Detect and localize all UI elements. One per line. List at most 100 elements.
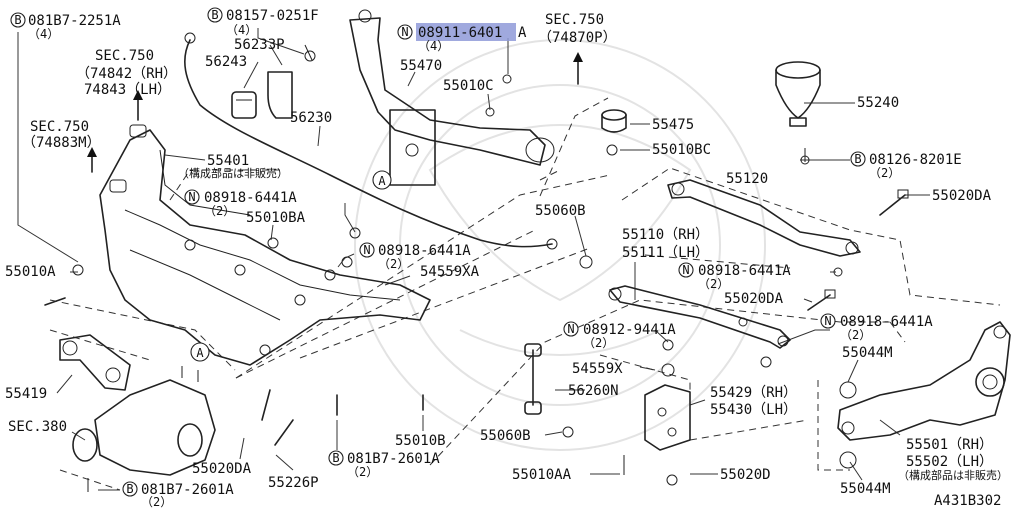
svg-text:74843（LH）: 74843（LH） bbox=[84, 82, 171, 98]
nut-n-icon bbox=[397, 24, 413, 40]
label-55010bc[interactable]: 55010BC bbox=[652, 142, 711, 158]
label-55020d[interactable]: 55020D bbox=[720, 467, 771, 483]
label-55419[interactable]: 55419 bbox=[5, 386, 47, 402]
svg-text:B: B bbox=[14, 13, 21, 27]
bolt-b-icon bbox=[122, 481, 138, 497]
quantity: （4） bbox=[418, 39, 449, 53]
label-56243[interactable]: 56243 bbox=[205, 54, 247, 70]
label-56260n[interactable]: 56260N bbox=[568, 383, 619, 399]
bushing-55475 bbox=[601, 109, 627, 156]
diagram-id: A431B302 bbox=[934, 493, 1001, 509]
part-number: 081B7-2601A bbox=[141, 482, 234, 498]
bump-stop-55240 bbox=[775, 61, 821, 165]
label-55401[interactable]: 55401 （構成部品は非販売） bbox=[178, 153, 288, 180]
label-sec750-74842[interactable]: SEC.750 （74842（RH） 74843（LH） bbox=[76, 48, 177, 98]
part-number: 081B7-2251A bbox=[28, 13, 121, 29]
label-55060b-2[interactable]: 55060B bbox=[480, 428, 531, 444]
stabilizer-bar-56230 bbox=[184, 32, 558, 250]
call-marker-a-2: A bbox=[190, 342, 210, 362]
bolt-b-icon bbox=[328, 450, 344, 466]
nut-n-icon bbox=[359, 242, 375, 258]
part-number: 08911-6401 bbox=[418, 25, 502, 41]
quantity: （2） bbox=[204, 204, 235, 218]
label-b08157-0251f[interactable]: B 08157-0251F （4） bbox=[207, 7, 319, 37]
bracket-55429 bbox=[623, 339, 691, 486]
label-55060b-1[interactable]: 55060B bbox=[535, 203, 586, 219]
quantity: （4） bbox=[226, 23, 257, 37]
label-55044m-2[interactable]: 55044M bbox=[840, 481, 891, 497]
bushing-56243 bbox=[231, 44, 316, 119]
lateral-link-55120 bbox=[667, 179, 909, 277]
label-n08911-6401a[interactable]: N 08911-6401 A （4） bbox=[397, 24, 527, 53]
svg-text:（74842（RH）: （74842（RH） bbox=[76, 66, 177, 82]
label-n08912-9441a[interactable]: N 08912-9441A （2） bbox=[563, 321, 676, 350]
label-55475[interactable]: 55475 bbox=[652, 117, 694, 133]
svg-text:55429（RH）: 55429（RH） bbox=[710, 385, 797, 401]
label-n08918-6441a-2[interactable]: N 08918-6441A （2） bbox=[359, 242, 471, 271]
label-55010ba[interactable]: 55010BA bbox=[246, 210, 306, 226]
label-55226p[interactable]: 55226P bbox=[268, 475, 319, 491]
label-54559x[interactable]: 54559X bbox=[572, 361, 623, 377]
label-55010a[interactable]: 55010A bbox=[5, 264, 56, 280]
upper-arm-55470 bbox=[349, 9, 555, 186]
quantity: （2） bbox=[378, 257, 409, 271]
label-55501-55502[interactable]: 55501（RH） 55502（LH） （構成部品は非販売） bbox=[898, 437, 1008, 482]
label-55240[interactable]: 55240 bbox=[857, 95, 899, 111]
call-marker-a-1: A bbox=[372, 170, 392, 190]
part-number: 08157-0251F bbox=[226, 8, 319, 24]
label-55120[interactable]: 55120 bbox=[726, 171, 768, 187]
label-55044m-1[interactable]: 55044M bbox=[842, 345, 893, 361]
label-56233p[interactable]: 56233P bbox=[234, 37, 285, 53]
label-55010c[interactable]: 55010C bbox=[443, 78, 494, 94]
label-n08918-6441a-1[interactable]: N 08918-6441A （2） bbox=[184, 189, 297, 218]
svg-text:N: N bbox=[363, 243, 370, 257]
svg-text:（74883M）: （74883M） bbox=[22, 135, 101, 151]
bolt-b-icon bbox=[850, 151, 866, 167]
label-55020da-3[interactable]: 55020DA bbox=[192, 461, 252, 477]
quantity: （2） bbox=[698, 277, 729, 291]
quantity: （2） bbox=[141, 495, 172, 509]
svg-text:N: N bbox=[188, 190, 195, 204]
label-55010aa[interactable]: 55010AA bbox=[512, 467, 572, 483]
quantity: （2） bbox=[583, 336, 614, 350]
label-55020da-1[interactable]: 55020DA bbox=[932, 188, 992, 204]
part-number: 081B7-2601A bbox=[347, 451, 440, 467]
label-b081b7-2601a-1[interactable]: B 081B7-2601A （2） bbox=[328, 450, 440, 479]
svg-text:B: B bbox=[211, 8, 218, 22]
selected-part-highlight bbox=[416, 23, 516, 41]
label-55429-55430[interactable]: 55429（RH） 55430（LH） bbox=[710, 385, 797, 418]
label-54559xa[interactable]: 54559XA bbox=[420, 264, 480, 280]
label-55020da-2[interactable]: 55020DA bbox=[724, 291, 784, 307]
label-b081b7-2251a[interactable]: B 081B7-2251A （4） bbox=[10, 12, 121, 41]
label-55110-55111[interactable]: 55110（RH） 55111（LH） bbox=[622, 227, 709, 261]
label-56230[interactable]: 56230 bbox=[290, 110, 332, 126]
bolts-and-fasteners bbox=[44, 227, 593, 446]
label-sec750-74870p[interactable]: SEC.750 （74870P） bbox=[538, 12, 617, 46]
label-n08918-6441a-4[interactable]: N 08918-6441A （2） bbox=[820, 313, 933, 342]
svg-text:N: N bbox=[824, 314, 831, 328]
label-55010b[interactable]: 55010B bbox=[395, 433, 446, 449]
svg-text:B: B bbox=[854, 152, 861, 166]
svg-text:N: N bbox=[401, 25, 408, 39]
svg-text:SEC.750: SEC.750 bbox=[30, 119, 89, 135]
svg-text:55111（LH）: 55111（LH） bbox=[622, 245, 709, 261]
svg-text:55501（RH）: 55501（RH） bbox=[906, 437, 993, 453]
part-number: 08912-9441A bbox=[583, 322, 676, 338]
label-n08918-6441a-3[interactable]: N 08918-6441A （2） bbox=[678, 262, 791, 291]
label-b08126-8201e[interactable]: B 08126-8201E （2） bbox=[850, 151, 962, 180]
svg-text:B: B bbox=[332, 451, 339, 465]
svg-text:A: A bbox=[196, 346, 204, 360]
nut-n-icon bbox=[820, 313, 836, 329]
svg-text:A: A bbox=[378, 174, 386, 188]
label-sec750-74883m[interactable]: SEC.750 （74883M） bbox=[22, 119, 101, 151]
differential-mount-55419 bbox=[59, 334, 131, 391]
label-b081b7-2601a-2[interactable]: B 081B7-2601A （2） bbox=[122, 481, 234, 509]
quantity: （4） bbox=[28, 27, 59, 41]
nut-n-icon bbox=[678, 262, 694, 278]
label-sec380[interactable]: SEC.380 bbox=[8, 419, 67, 435]
label-55470[interactable]: 55470 bbox=[400, 58, 442, 74]
part-number: 08918-6441A bbox=[378, 243, 471, 259]
svg-text:（74870P）: （74870P） bbox=[538, 30, 617, 46]
svg-text:55110（RH）: 55110（RH） bbox=[622, 227, 709, 243]
